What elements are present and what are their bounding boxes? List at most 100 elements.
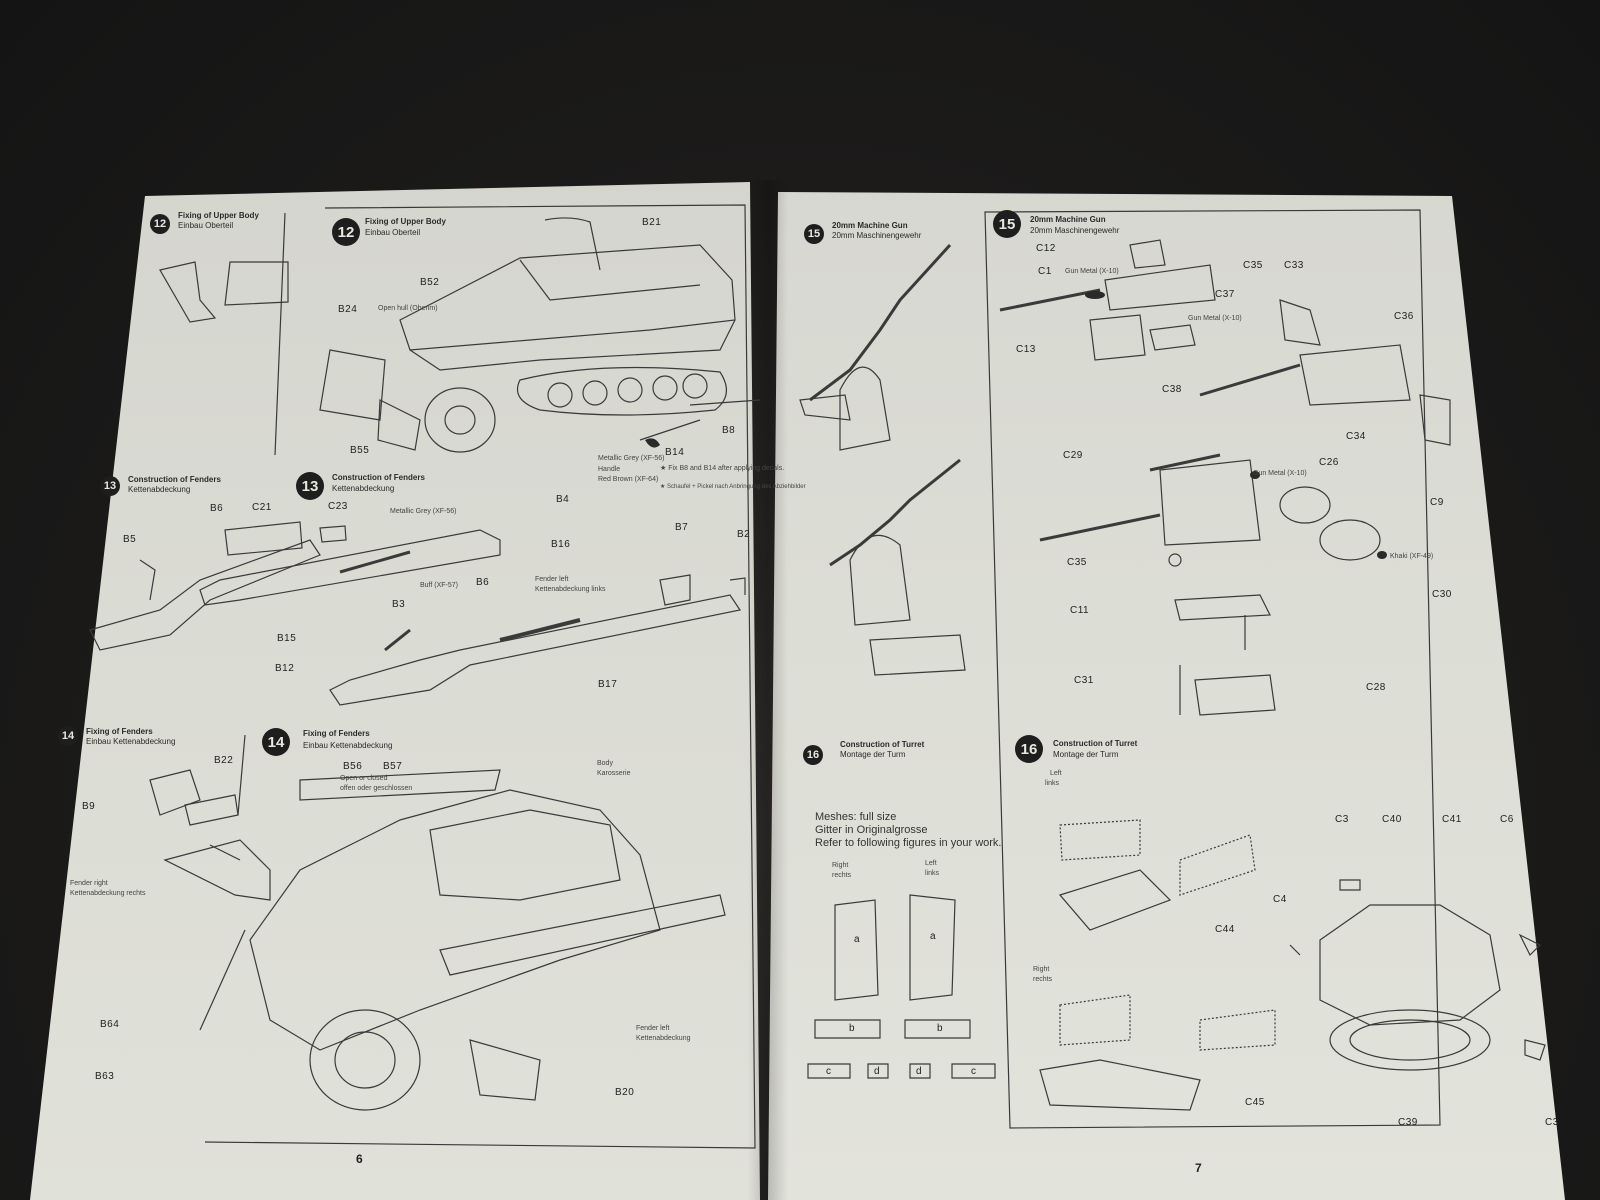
note-metallic-grey-b8: Metallic Grey (XF-56) [598,455,665,462]
part-label: C13 [1016,344,1036,355]
step16-title: Construction of Turret [1053,739,1138,748]
note-open-or-closed-de: offen oder geschlossen [340,785,413,792]
step-badge-16-small: 16 [803,745,823,765]
step15-title-small: 20mm Machine Gun [832,221,908,230]
part-label: C9 [1430,497,1444,508]
part-label: C6 [1500,814,1514,825]
part-label: B22 [214,755,234,766]
note-fix-b8: ★ Fix B8 and B14 after applying decals. [660,465,785,472]
step12-border [204,204,756,1149]
part-label: C45 [1245,1097,1265,1108]
note-left: Left [925,860,937,867]
step14-title-small: Fixing of Fenders [86,727,153,736]
step-badge-15: 15 [993,210,1021,238]
step15-border [984,209,1441,1129]
part-label: C40 [1382,814,1402,825]
mesh-letter: d [916,1066,923,1077]
note-handle: Handle [598,466,621,473]
note-right: Right [832,862,849,869]
note-left-de: links [925,870,940,877]
note-fender-left-de: Kettenabdeckung links [535,586,606,593]
note-gun-metal-2: Gun Metal (X-10) [1188,315,1242,322]
step-badge-13: 13 [296,472,324,500]
note-gun-metal: Gun Metal (X-10) [1065,268,1119,275]
part-label: B5 [123,534,137,545]
note-right-turret: Right [1033,966,1050,973]
part-label: C26 [1319,457,1339,468]
mesh-letter: b [849,1023,856,1034]
step12-subtitle-small: Einbau Oberteil [178,221,234,230]
part-label: C34 [1346,431,1366,442]
note-fender-left-2-de: Kettenabdeckung [636,1035,691,1042]
part-label: B14 [665,447,685,458]
step16-subtitle: Montage der Turm [1053,750,1119,759]
note-open-hull: Open hull (Obenm) [378,305,438,312]
part-label: C23 [328,501,348,512]
part-label: B64 [100,1019,120,1030]
step-badge-12: 12 [332,218,360,246]
note-right-turret-de: rechts [1033,976,1053,983]
step15-subtitle-small: 20mm Maschinengewehr [832,231,922,240]
note-body-de: Karosserie [597,770,631,777]
part-label: C29 [1063,450,1083,461]
step14-title: Fixing of Fenders [303,729,370,738]
note-left-turret: Left [1050,770,1062,777]
part-label: C1 [1038,266,1052,277]
step12-title: Fixing of Upper Body [365,217,446,226]
step12-title-small: Fixing of Upper Body [178,211,259,220]
part-label: C3 [1335,814,1349,825]
part-label: C11 [1070,605,1090,616]
part-label: B2 [737,529,751,540]
part-label: B57 [383,761,403,772]
part-label: C44 [1215,924,1235,935]
mesh-letter: a [930,931,937,942]
note-fender-left-2: Fender left [636,1025,670,1032]
note-metallic-grey: Metallic Grey (XF-56) [390,508,457,515]
step15-subtitle: 20mm Maschinengewehr [1030,226,1120,235]
step13-subtitle: Kettenabdeckung [332,484,395,493]
note-open-or-closed: Open or closed [340,775,388,782]
part-label: B24 [338,304,358,315]
note-refer: Refer to following figures in your work. [815,837,1002,849]
mesh-letter: c [971,1066,977,1077]
note-buff: Buff (XF-57) [420,582,458,589]
part-label: B7 [675,522,689,533]
note-fender-left: Fender left [535,576,569,583]
part-label: C28 [1366,682,1386,693]
part-label: C39 [1398,1117,1418,1128]
note-fender-right: Fender right [70,880,108,887]
part-label: B8 [722,425,736,436]
note-khaki: Khaki (XF-49) [1390,553,1434,560]
part-label: B6 [210,503,224,514]
part-label: C38 [1162,384,1182,395]
left-page [30,182,760,1200]
part-label: B20 [615,1087,635,1098]
part-label: B12 [275,663,295,674]
part-label: B9 [82,801,96,812]
part-label: C41 [1442,814,1462,825]
mesh-letter: a [854,934,861,945]
step-badge-12-small: 12 [150,214,170,234]
part-label: B56 [343,761,363,772]
part-label: B6 [476,577,490,588]
step15-title: 20mm Machine Gun [1030,215,1106,224]
note-meshes: Meshes: full size [815,811,897,823]
step16-subtitle-small: Montage der Turm [840,750,906,759]
page-gutter [748,180,788,1200]
part-label: C3 [1545,1117,1559,1128]
mesh-letter: d [874,1066,881,1077]
step12-subtitle: Einbau Oberteil [365,228,421,237]
note-left-turret-de: links [1045,780,1060,787]
step-badge-14-small: 14 [58,726,78,746]
part-label: C21 [252,502,272,513]
step16-title-small: Construction of Turret [840,740,925,749]
part-label: C37 [1215,289,1235,300]
part-label: C36 [1394,311,1414,322]
step-badge-13-small: 13 [100,476,120,496]
step14-subtitle-small: Einbau Kettenabdeckung [86,737,176,746]
part-label: C12 [1036,243,1056,254]
step14-subtitle: Einbau Kettenabdeckung [303,741,393,750]
part-label: C30 [1432,589,1452,600]
